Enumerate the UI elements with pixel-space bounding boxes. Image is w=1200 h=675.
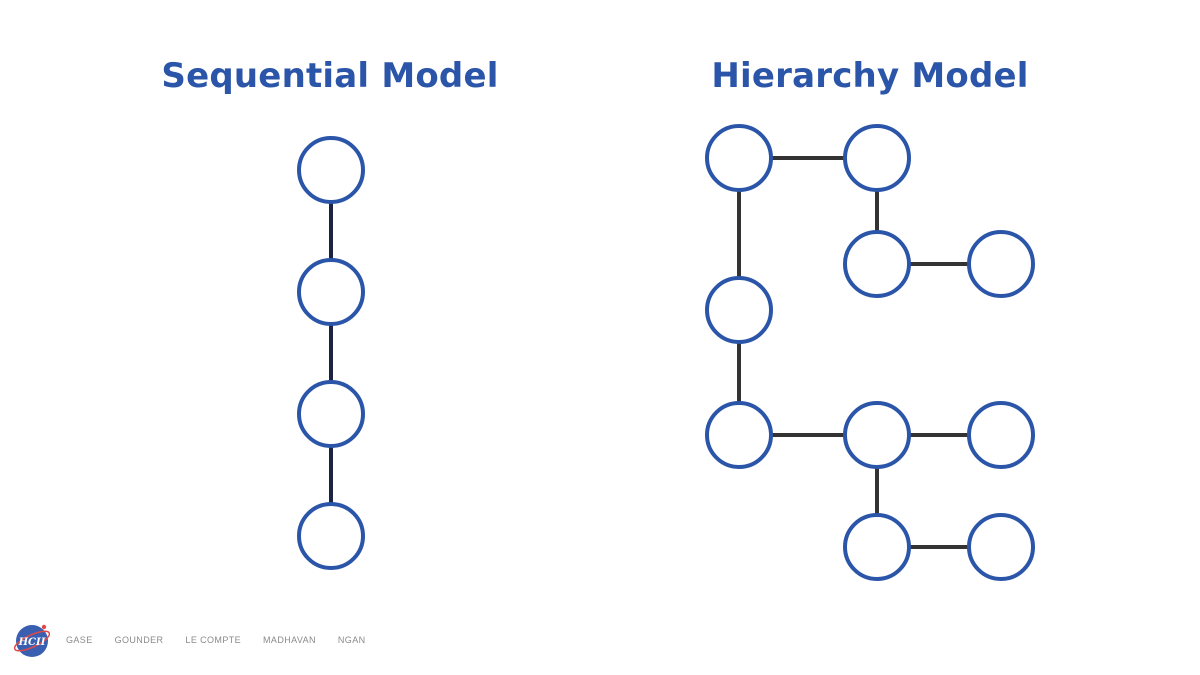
author-ngan: NGAN xyxy=(337,635,366,645)
hierarchy-node-h3 xyxy=(843,230,911,298)
author-le-compte: LE COMPTE xyxy=(185,635,242,645)
hierarchy-node-h5 xyxy=(705,276,773,344)
footer: HCII GASE GOUNDER LE COMPTE MADHAVAN NGA… xyxy=(14,620,388,660)
hierarchy-node-h1 xyxy=(705,124,773,192)
author-madhavan: MADHAVAN xyxy=(263,635,316,645)
nodes-layer xyxy=(297,124,1035,581)
sequential-node-s4 xyxy=(297,502,365,570)
hierarchy-node-h9 xyxy=(843,513,911,581)
edges-layer xyxy=(329,156,1001,549)
sequential-node-s2 xyxy=(297,258,365,326)
hierarchy-node-h6 xyxy=(705,401,773,469)
author-gounder: GOUNDER xyxy=(114,635,164,645)
hierarchy-node-h4 xyxy=(967,230,1035,298)
hcii-logo: HCII xyxy=(14,624,50,657)
sequential-model-title: Sequential Model xyxy=(161,56,499,96)
hierarchy-node-h2 xyxy=(843,124,911,192)
author-gase: GASE xyxy=(66,635,93,645)
sequential-node-s1 xyxy=(297,136,365,204)
hierarchy-node-h8 xyxy=(967,401,1035,469)
sequential-node-s3 xyxy=(297,380,365,448)
hierarchy-node-h7 xyxy=(843,401,911,469)
logo-text: HCII xyxy=(18,637,46,648)
hierarchy-model-title: Hierarchy Model xyxy=(711,56,1029,96)
hierarchy-node-h10 xyxy=(967,513,1035,581)
